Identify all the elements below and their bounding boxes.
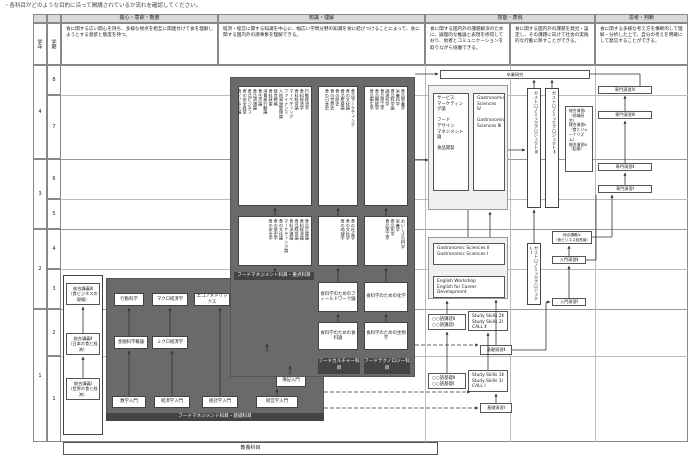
semester-4: 4: [47, 229, 61, 269]
course-statistics-intro: 統計学入門: [202, 396, 238, 408]
course-food-studies: 食料学のための食料論: [318, 322, 358, 350]
course-econometrics: エコノメトリックス: [194, 293, 230, 306]
desc-skills-2: 食に関する国内外の課題を発見・設定し、その課題に向けて社会の実践的な行動に移すこ…: [510, 23, 595, 65]
course-finance-intro: 金融科学概論: [114, 336, 148, 349]
desc-interest: 食に関する広い関心を持ち、多様な視点を相互に関連付けて食を理解しようとする意欲と…: [61, 23, 218, 65]
language-reading: ○○語講読Ⅱ ○○語講読Ⅰ: [428, 314, 466, 330]
seminar-1: 専門演習Ⅰ: [598, 185, 652, 193]
intro-seminar-2: 入門演習Ⅱ: [552, 256, 586, 264]
semester-3: 3: [47, 269, 61, 309]
gastronomic-project-1: ガストロノミックプロジェクトⅠ: [527, 243, 541, 305]
grade-header: 学年: [33, 23, 47, 65]
col-thinking-header: 思考・判断: [595, 14, 688, 23]
course-biology: 食料学のための生物学: [364, 322, 408, 350]
semester-6: 6: [47, 159, 61, 199]
gridline: [425, 65, 426, 442]
semester-header-top: [47, 14, 61, 23]
desc-thinking: 食に関する多様な考え方を横断的して理解・分析した上で、自分の考えを明確にして発信…: [595, 23, 688, 65]
col-skills-header: 技能・表現: [425, 14, 595, 23]
course-behavioral-science: 行動科学: [114, 293, 144, 306]
semester-7: 7: [47, 95, 61, 159]
food-management-label: フードマネジメント科目・重点科目: [234, 272, 314, 280]
desc-knowledge: 経済・経営に関する知識を中心に、幅広い学問分野の知識を食に結びつけることによって…: [218, 23, 425, 65]
seminar-4: 専門演習Ⅳ: [598, 86, 652, 94]
semester-5: 5: [47, 199, 61, 229]
food-culture-mid-block: 食の社会学 食の文化学 食の地理学: [318, 216, 358, 266]
basic-seminar-2: 基礎演習Ⅱ: [480, 345, 512, 355]
gastronomic-sciences-upper: Gastronomic Sciences Ⅳ Gastronomic Scien…: [473, 93, 505, 191]
semester-1: 1: [47, 356, 61, 442]
course-fieldwork: 食料学のためのフィールドワーク論: [318, 282, 358, 312]
general-lecture-3: 総合講義Ⅲ （食ビジネスの現場）: [66, 283, 100, 305]
course-business-intro: 経営学入門: [256, 396, 298, 408]
gastronomic-project-2: ガストロノミックプロジェクトⅡ: [545, 88, 559, 208]
intro-note: ・各科目がどのような目的に沿って開講されているか流れを確認してください。: [4, 3, 202, 9]
gridline: [595, 65, 596, 442]
seminar-3: 専門演習Ⅲ: [598, 111, 652, 119]
liberal-arts-footer: 教養科目: [63, 442, 438, 455]
course-economics-intro: 経済学入門: [154, 396, 190, 408]
desc-skills-1: 食に関する国内外の課題解決のために、論理的な推論と表現を修得しており、他者とコミ…: [425, 23, 510, 65]
grade-1: 1: [33, 309, 47, 442]
gridline: [510, 65, 511, 442]
food-culture-label: フードカルチャー科目: [318, 358, 360, 374]
course-macroeconomics: マクロ経済学: [152, 293, 188, 306]
gastronomic-sciences-lower: Gastronomic Sciences Ⅱ Gastronomic Scien…: [433, 243, 505, 265]
intro-seminar-1: 入門演習Ⅰ: [552, 298, 586, 306]
course-math-intro: 数学入門: [112, 396, 146, 408]
food-management-upper-block: 行動経済学 食料経済学 食料経営論 マーケティング ファイナンス 人的資源管理論…: [238, 86, 312, 206]
food-tech-label: フードテクノロジー科目: [364, 358, 410, 374]
col-interest-header: 関心・意欲・態度: [61, 14, 218, 23]
general-lecture-1: 総合講義Ⅰ （世界の食と経済）: [66, 378, 100, 400]
study-skills-2: Study Skills 2Ⅱ Study Skills 2Ⅰ CALL Ⅱ: [468, 311, 508, 331]
general-lecture-2: 総合講義Ⅱ （日本の食と経済）: [66, 333, 100, 355]
gastronomic-project-3: ガストロノミックプロジェクトⅢ: [527, 88, 541, 208]
grade-3: 3: [33, 159, 47, 229]
general-lecture-4: 総合講義Ⅳ （食ビジネス経営論）: [552, 231, 592, 244]
col-knowledge-header: 知識・理解: [218, 14, 425, 23]
food-management-mid-block: 食品企業論 食料経済論 食品経営論 食料流通論 マーケティング論 食の文化論 食…: [238, 216, 312, 266]
course-microeconomics: ミクロ経済学: [152, 336, 188, 349]
basic-subjects-label: フードマネジメント科目・基礎科目: [106, 413, 324, 421]
seminar-2: 専門演習Ⅱ: [598, 163, 652, 171]
basic-seminar-1: 基礎演習Ⅰ: [480, 403, 512, 413]
english-block: English Workshop English for Career Deve…: [433, 276, 505, 298]
course-graduation-research: 卒業研究: [440, 70, 590, 79]
service-marketing-block: サービス マーケティング論 フード デザイン マネジメント論 食品開発: [433, 93, 469, 191]
food-tech-mid-block: おいしさの科学 栄養学 食品化学 食品加工学: [364, 216, 408, 266]
semester-2: 2: [47, 309, 61, 356]
grade-4: 4: [33, 65, 47, 159]
semester-header: 学期: [47, 23, 61, 65]
grade-header-top: [33, 14, 47, 23]
study-skills-1: Study Skills 1Ⅱ Study Skills 1Ⅰ CALL Ⅰ: [468, 370, 508, 392]
language-basic: ○○語基礎Ⅱ ○○語基礎Ⅰ: [428, 373, 466, 389]
semester-8: 8: [47, 65, 61, 95]
course-chemistry: 食料学のための化学: [364, 282, 408, 312]
grade-2: 2: [33, 229, 47, 309]
comprehensive-seminars: 総合演習Ⅰ （地域研究） 総合演習Ⅱ （食とジャーナリズム） 総合演習Ⅲ （起業…: [565, 106, 593, 172]
food-culture-upper-block: 食品マーケティング 食の文化論 食品産業論 食の歴史 食の世界史 食の日本史: [318, 86, 358, 206]
food-tech-upper-block: 食品栄養学 栄養科学 食品科学論 調理科学 食品加工学 食品機能学 食品衛生学: [364, 86, 408, 206]
